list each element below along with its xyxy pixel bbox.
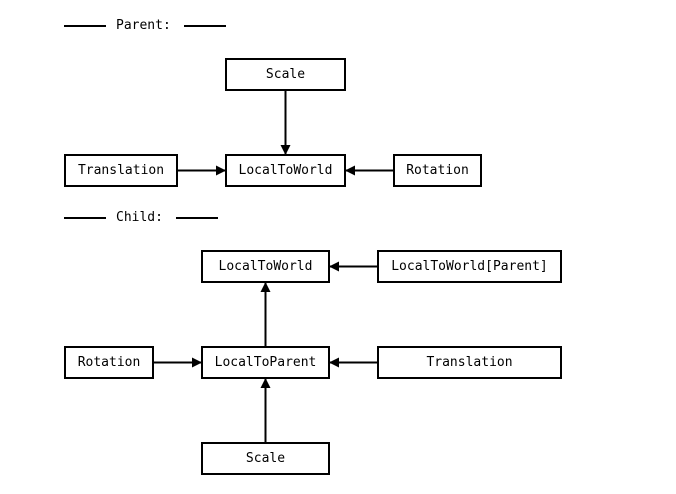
- parent-rule-left: [64, 25, 106, 27]
- parent-scale-node: Scale: [225, 58, 346, 91]
- child-local-to-parent-node: LocalToParent: [201, 346, 330, 379]
- child-rotation-node: Rotation: [64, 346, 154, 379]
- parent-section-label: Parent:: [110, 18, 177, 34]
- child-translation-node: Translation: [377, 346, 562, 379]
- child-scale-node: Scale: [201, 442, 330, 475]
- parent-local-to-world-node: LocalToWorld: [225, 154, 346, 187]
- parent-rotation-node: Rotation: [393, 154, 482, 187]
- child-rule-right: [176, 217, 218, 219]
- child-local-to-world-node: LocalToWorld: [201, 250, 330, 283]
- child-local-to-world-parent-node: LocalToWorld[Parent]: [377, 250, 562, 283]
- child-section-label: Child:: [110, 210, 169, 226]
- parent-rule-right: [184, 25, 226, 27]
- child-rule-left: [64, 217, 106, 219]
- parent-translation-node: Translation: [64, 154, 178, 187]
